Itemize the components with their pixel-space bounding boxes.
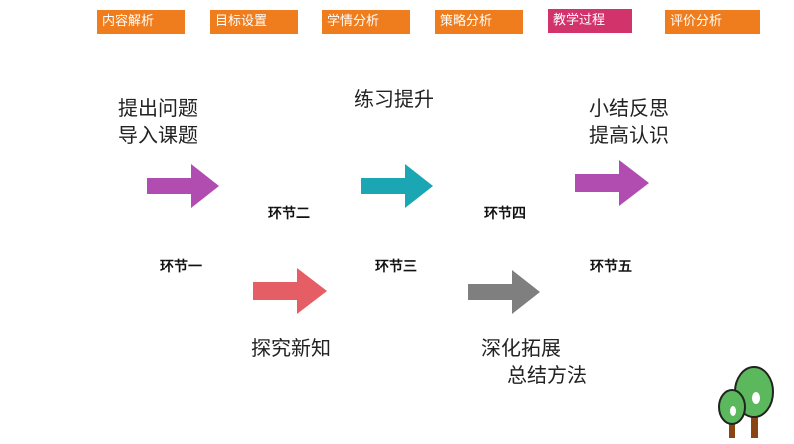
tab-learner-analysis[interactable]: 学情分析: [322, 10, 410, 34]
step-3-arrow-icon: [361, 164, 433, 208]
step-4-line-2: 总结方法: [507, 363, 587, 387]
step-5-line-2: 提高认识: [589, 123, 669, 147]
tab-content-analysis[interactable]: 内容解析: [97, 10, 185, 34]
step-1-line-1: 提出问题: [118, 96, 198, 120]
stage-3-label: 环节三: [375, 259, 417, 275]
step-5-arrow-icon: [575, 160, 649, 206]
tree-icon: [718, 366, 774, 438]
tab-evaluation-analysis[interactable]: 评价分析: [665, 10, 760, 34]
step-2-line-1: 探究新知: [251, 336, 331, 360]
tab-objective-setting[interactable]: 目标设置: [210, 10, 298, 34]
stage-4-label: 环节四: [484, 206, 526, 222]
step-1-line-2: 导入课题: [118, 123, 198, 147]
step-3-line-1: 练习提升: [354, 87, 434, 111]
stage-5-label: 环节五: [590, 259, 632, 275]
stage-2-label: 环节二: [268, 206, 310, 222]
step-1-arrow-icon: [147, 164, 219, 208]
step-4-arrow-icon: [468, 270, 540, 314]
stage-1-label: 环节一: [160, 259, 202, 275]
step-4-line-1: 深化拓展: [481, 336, 561, 360]
step-5-line-1: 小结反思: [589, 96, 669, 120]
tab-teaching-process[interactable]: 教学过程: [548, 9, 632, 33]
step-2-arrow-icon: [253, 268, 327, 314]
tab-strategy-analysis[interactable]: 策略分析: [435, 10, 523, 34]
